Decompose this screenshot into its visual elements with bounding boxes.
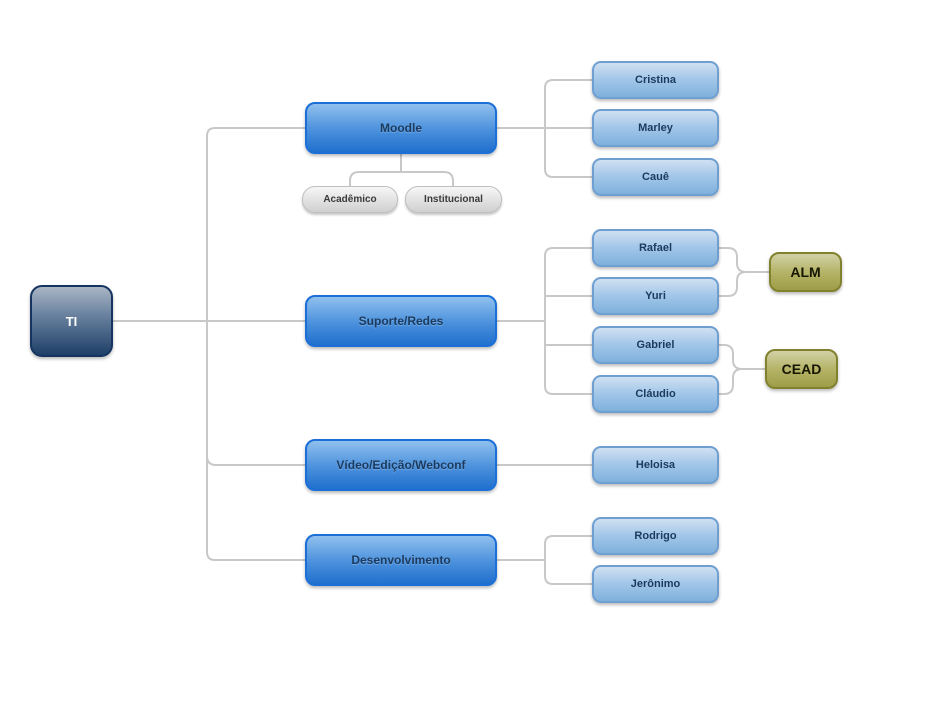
node-yuri-label: Yuri <box>645 290 666 302</box>
node-academico-label: Acadêmico <box>323 194 377 205</box>
node-heloisa[interactable]: Heloisa <box>592 446 719 484</box>
connector-trunk-video <box>206 455 306 466</box>
node-moodle[interactable]: Moodle <box>305 102 497 154</box>
node-academico[interactable]: Acadêmico <box>302 186 398 213</box>
node-caue[interactable]: Cauê <box>592 158 719 196</box>
node-video-edicao-webconf-label: Vídeo/Edição/Webconf <box>336 458 466 472</box>
node-cristina[interactable]: Cristina <box>592 61 719 99</box>
node-jeronimo[interactable]: Jerônimo <box>592 565 719 603</box>
node-cead[interactable]: CEAD <box>765 349 838 389</box>
node-rodrigo[interactable]: Rodrigo <box>592 517 719 555</box>
node-jeronimo-label: Jerônimo <box>630 578 681 590</box>
node-gabriel[interactable]: Gabriel <box>592 326 719 364</box>
connector-desenvolvimento-children <box>544 535 593 585</box>
node-alm[interactable]: ALM <box>769 252 842 292</box>
node-gabriel-label: Gabriel <box>636 339 675 351</box>
node-caue-label: Cauê <box>642 171 669 183</box>
node-marley-label: Marley <box>638 122 673 134</box>
node-ti-label: TI <box>65 313 78 329</box>
node-heloisa-label: Heloisa <box>635 459 676 471</box>
node-rafael-label: Rafael <box>638 242 673 254</box>
connector-main-trunk <box>206 127 306 561</box>
node-cristina-label: Cristina <box>635 74 676 86</box>
node-rafael[interactable]: Rafael <box>592 229 719 267</box>
node-marley[interactable]: Marley <box>592 109 719 147</box>
node-ti[interactable]: TI <box>30 285 113 357</box>
node-video-edicao-webconf[interactable]: Vídeo/Edição/Webconf <box>305 439 497 491</box>
node-moodle-label: Moodle <box>380 121 422 135</box>
node-claudio-label: Cláudio <box>635 388 676 400</box>
connector-claudio-cead <box>718 368 743 395</box>
connector-moodle-children <box>544 79 593 178</box>
node-desenvolvimento-label: Desenvolvimento <box>351 553 451 567</box>
node-rodrigo-label: Rodrigo <box>634 530 677 542</box>
node-suporte-redes-label: Suporte/Redes <box>358 314 444 328</box>
node-yuri[interactable]: Yuri <box>592 277 719 315</box>
connector-yuri-alm <box>718 271 747 297</box>
connector-rafael-alm <box>718 247 770 273</box>
node-cead-label: CEAD <box>781 361 822 377</box>
node-suporte-redes[interactable]: Suporte/Redes <box>305 295 497 347</box>
node-institucional[interactable]: Institucional <box>405 186 502 213</box>
node-desenvolvimento[interactable]: Desenvolvimento <box>305 534 497 586</box>
connector-suporte-children <box>544 247 593 395</box>
node-alm-label: ALM <box>790 264 821 280</box>
node-claudio[interactable]: Cláudio <box>592 375 719 413</box>
node-institucional-label: Institucional <box>424 194 483 205</box>
connector-gabriel-cead <box>718 344 766 370</box>
